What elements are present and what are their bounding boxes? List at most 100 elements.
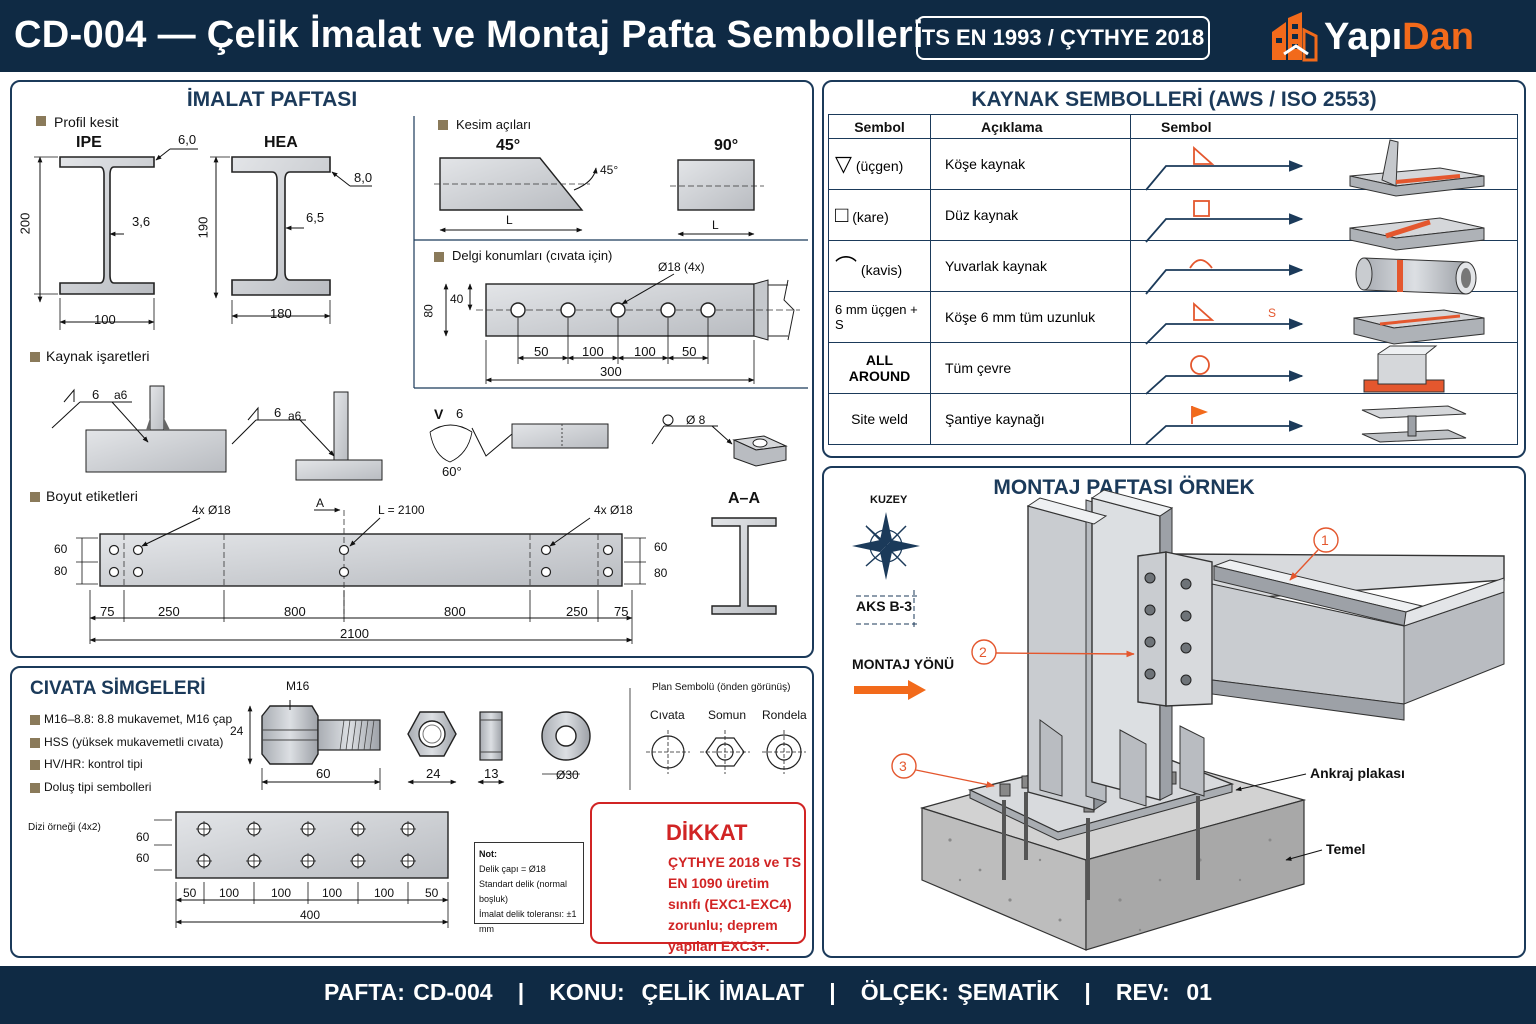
kaynak-isaret-label: Kaynak işaretleri	[46, 348, 150, 364]
row-symbol: ▽ (üçgen)	[828, 138, 931, 190]
warning-title: DİKKAT	[666, 820, 748, 845]
array-spacing-4: 100	[322, 886, 343, 900]
kaynak-title: KAYNAK SEMBOLLERİ (AWS / ISO 2553)	[971, 88, 1377, 111]
kaynak-v: V	[434, 406, 444, 422]
delgi-spacing-2: 100	[582, 344, 604, 359]
callout-1: 1	[1321, 532, 1329, 548]
boyut-spacing-1: 75	[100, 604, 115, 619]
ipe-flange: 6,0	[178, 132, 197, 147]
civata-item-2: HSS (yüksek mukavemetli cıvata)	[44, 735, 224, 749]
kaynak-v6: 6	[456, 406, 464, 421]
section-aa: A–A	[728, 490, 761, 507]
civata-item-1: M16–8.8: 8.8 mukavemet, M16 çap	[44, 712, 233, 726]
bullet	[36, 116, 46, 126]
logo-text: YapıDan	[1324, 16, 1474, 58]
montaj-panel: MONTAJ PAFTASI ÖRNEK	[822, 466, 1526, 958]
nut-thickness: 13	[484, 766, 499, 781]
hea-width: 180	[270, 306, 292, 321]
row-symbol: □ (kare)	[828, 189, 931, 241]
row-desc: Köşe kaynak	[930, 138, 1131, 190]
plan-somun: Somun	[708, 708, 747, 722]
table-row: ⌒ (kavis) Yuvarlak kaynak	[828, 240, 1518, 292]
header-aciklama: Açıklama	[930, 114, 1131, 139]
sheet-title: CD-004 — Çelik İmalat ve Montaj Pafta Se…	[14, 14, 924, 56]
table-row: ALL AROUND Tüm çevre	[828, 342, 1518, 394]
row-symbol: ALL AROUND	[828, 342, 931, 394]
delgi-hole: Ø18 (4x)	[658, 260, 705, 274]
array-row-1: 60	[136, 830, 150, 844]
kesim-angle-a: 45°	[496, 137, 521, 154]
warning-text: ÇYTHYE 2018 ve TS EN 1090 üretim sınıfı …	[668, 854, 802, 954]
boyut-left-2: 80	[54, 564, 68, 578]
table-row: ▽ (üçgen) Köşe kaynak	[828, 138, 1518, 190]
callout-3: 3	[899, 758, 907, 774]
array-row-2: 60	[136, 851, 150, 865]
bullet	[30, 738, 40, 748]
header-sembol: Sembol	[828, 114, 931, 139]
hea-name: HEA	[264, 134, 298, 151]
kaynak-a1: a6	[114, 388, 128, 402]
kaynak-o8: Ø 8	[686, 413, 706, 427]
delgi-edge: 40	[450, 292, 464, 306]
kaynak-w1: 6	[92, 387, 100, 402]
ipe-width: 100	[94, 312, 116, 327]
imalat-title: İMALAT PAFTASI	[186, 88, 358, 111]
array-spacing-1: 50	[183, 886, 197, 900]
note-line-4: İmalat delik toleransı: ±1 mm	[479, 909, 577, 934]
boyut-spacing-2: 250	[158, 604, 180, 619]
bolt-m16: M16	[286, 679, 310, 693]
footer-bar: PAFTA: CD-004 | KONU: ÇELİK İMALAT | ÖLÇ…	[0, 966, 1536, 1024]
array-spacing-2: 100	[219, 886, 240, 900]
hea-height: 190	[195, 216, 211, 239]
logo: YapıDan	[1266, 10, 1516, 66]
boyut-total: 2100	[340, 626, 369, 641]
row-desc: Yuvarlak kaynak	[930, 240, 1131, 292]
note-line-3: Standart delik (normal boşluk)	[479, 879, 568, 904]
anchor-plate-label: Ankraj plakası	[1310, 765, 1405, 781]
boyut-spacing-4: 800	[444, 604, 466, 619]
civata-item-3: HV/HR: kontrol tipi	[44, 757, 143, 771]
ipe-height: 200	[17, 212, 33, 235]
hea-web: 6,5	[306, 210, 325, 225]
array-total: 400	[300, 908, 321, 922]
bullet	[438, 120, 448, 130]
ipe-web: 3,6	[132, 214, 151, 229]
plan-title: Plan Sembolü (önden görünüş)	[652, 682, 791, 693]
weld-symbol-table: Sembol Açıklama Sembol ▽ (üçgen) Köşe ka…	[828, 114, 1518, 445]
row-drawing	[1130, 240, 1518, 292]
row-desc: Düz kaynak	[930, 189, 1131, 241]
bullet	[30, 352, 40, 362]
callout-2: 2	[979, 644, 987, 660]
boyut-hole-left: 4x Ø18	[192, 503, 231, 517]
boyut-spacing-5: 250	[566, 604, 588, 619]
row-drawing	[1130, 138, 1518, 190]
axis-label: AKS B-3	[856, 598, 913, 614]
note-box: Not: Delik çapı = Ø18 Standart delik (no…	[474, 842, 584, 934]
boyut-hole-right: 4x Ø18	[594, 503, 633, 517]
bullet	[434, 252, 444, 262]
profil-label: Profil kesit	[54, 114, 119, 130]
kesim-label: Kesim açıları	[456, 117, 532, 132]
delgi-spacing-1: 50	[534, 344, 549, 359]
standard-badge: TS EN 1993 / ÇYTHYE 2018	[916, 16, 1210, 60]
row-symbol: 6 mm üçgen + S	[828, 291, 931, 343]
array-spacing-6: 50	[425, 886, 439, 900]
kesim-length-b: L	[712, 218, 719, 232]
boyut-spacing-6: 75	[614, 604, 629, 619]
boyut-spacing-3: 800	[284, 604, 306, 619]
note-line-1: Not:	[479, 849, 497, 859]
bolt-head: 24	[230, 724, 244, 738]
delgi-total: 300	[600, 364, 622, 379]
table-row: □ (kare) Düz kaynak	[828, 189, 1518, 241]
kesim-angle-mark: 45°	[600, 163, 619, 177]
delgi-height: 80	[421, 304, 436, 318]
civata-item-4: Doluş tipi sembolleri	[44, 780, 152, 794]
montaj-title: MONTAJ PAFTASI ÖRNEK	[993, 476, 1255, 499]
row-drawing	[1130, 189, 1518, 241]
boyut-length: L = 2100	[378, 503, 425, 517]
civata-title: CIVATA SİMGELERİ	[30, 678, 206, 699]
table-row: 6 mm üçgen + S Köşe 6 mm tüm uzunluk	[828, 291, 1518, 343]
header-bar: CD-004 — Çelik İmalat ve Montaj Pafta Se…	[0, 0, 1536, 72]
row-desc: Köşe 6 mm tüm uzunluk	[930, 291, 1131, 343]
triangle-icon: ▽	[835, 151, 852, 176]
